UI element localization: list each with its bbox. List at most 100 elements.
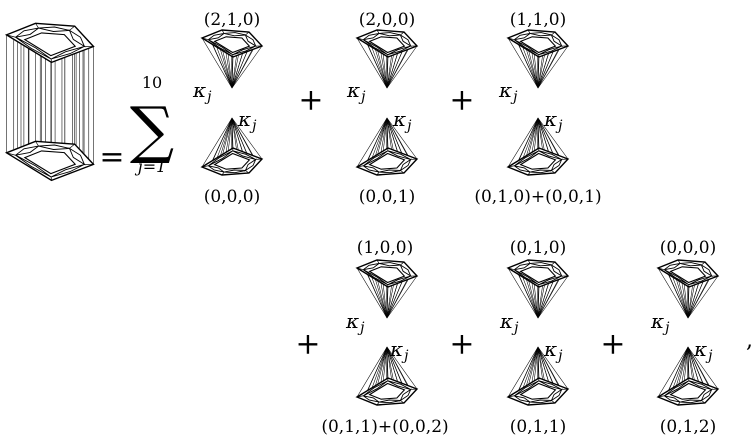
cone-edge bbox=[231, 53, 243, 89]
cone-edge bbox=[668, 346, 689, 391]
cone-edge bbox=[670, 346, 689, 395]
ring-edge bbox=[356, 165, 364, 168]
top-cone-6 bbox=[656, 259, 720, 319]
pentagon-inner bbox=[368, 152, 406, 170]
ring-edge bbox=[527, 171, 531, 176]
ring-cell bbox=[514, 380, 540, 397]
cone-edge bbox=[528, 346, 539, 385]
sum-upper-limit: 10 bbox=[141, 73, 163, 92]
ring-cell bbox=[363, 380, 389, 397]
pentagon-inner bbox=[519, 382, 557, 400]
ring-edge bbox=[201, 165, 209, 168]
cone-edge bbox=[367, 274, 388, 319]
kappa-subscript: j bbox=[558, 118, 563, 134]
cone-edge bbox=[231, 45, 263, 89]
cone-edge bbox=[678, 346, 689, 385]
ring-edge bbox=[35, 141, 39, 147]
ring-edge bbox=[356, 267, 364, 271]
term-2-top-label: (2,0,0) bbox=[358, 10, 416, 30]
kappa-label-t5-bottom: κj bbox=[544, 337, 563, 364]
cone-edge bbox=[668, 274, 689, 319]
cone-edge bbox=[687, 283, 699, 319]
kappa-symbol: κ bbox=[500, 309, 514, 333]
ring-cell bbox=[514, 39, 540, 56]
ring-edge bbox=[507, 395, 515, 398]
kappa-subscript: j bbox=[514, 320, 519, 336]
cone-edge bbox=[518, 44, 539, 89]
ring-edge bbox=[376, 171, 380, 176]
cone-edge bbox=[657, 346, 689, 398]
kappa-subscript: j bbox=[407, 118, 412, 134]
bottom-cone-5 bbox=[506, 346, 570, 406]
kappa-symbol: κ bbox=[238, 107, 252, 131]
term-5-bottom-label: (0,1,1) bbox=[509, 417, 567, 437]
ring-edge bbox=[657, 395, 665, 398]
kappa-symbol: κ bbox=[499, 78, 513, 102]
ring-edge bbox=[527, 259, 531, 264]
ring-edge bbox=[376, 29, 380, 34]
kappa-label-t2-top: κj bbox=[347, 78, 366, 105]
kappa-subscript: j bbox=[361, 89, 366, 105]
ring-cell bbox=[514, 150, 540, 167]
kappa-label-t5-top: κj bbox=[500, 309, 519, 336]
pentagon-inner bbox=[519, 266, 557, 284]
kappa-symbol: κ bbox=[346, 309, 360, 333]
kappa-label-t4-bottom: κj bbox=[390, 337, 409, 364]
top-cone-3 bbox=[506, 29, 570, 89]
ring-edge bbox=[356, 37, 364, 41]
bottom-cone-4 bbox=[355, 346, 419, 406]
ring-edge bbox=[551, 261, 556, 266]
cone-edge bbox=[386, 279, 408, 319]
ring-edge bbox=[69, 25, 75, 31]
cone-edge bbox=[518, 274, 539, 319]
cone-edge bbox=[386, 346, 398, 382]
ring-cell bbox=[15, 36, 52, 60]
cone-edge bbox=[520, 346, 539, 395]
ring-cell bbox=[208, 39, 234, 56]
term-4-top-label: (1,0,0) bbox=[356, 238, 414, 258]
pentagon-outer bbox=[4, 140, 95, 182]
ring-edge bbox=[551, 31, 556, 36]
ring-edge bbox=[551, 400, 556, 404]
pentagon-inner bbox=[368, 266, 406, 284]
kappa-subscript: j bbox=[558, 348, 563, 364]
ring-cell bbox=[363, 150, 389, 167]
term-6-bottom-label: (0,1,2) bbox=[659, 417, 717, 437]
pentagon-inner bbox=[669, 266, 707, 284]
cone-edge bbox=[369, 346, 388, 395]
cone-edge bbox=[231, 117, 253, 156]
cone-edge bbox=[678, 280, 689, 319]
kappa-label-t6-bottom: κj bbox=[694, 337, 713, 364]
pentagon-inner bbox=[213, 152, 251, 170]
ring-cell bbox=[664, 380, 690, 397]
kappa-subscript: j bbox=[708, 348, 713, 364]
ring-edge bbox=[376, 259, 380, 264]
ring-edge bbox=[677, 401, 681, 406]
term-3-top-label: (1,1,0) bbox=[509, 10, 567, 30]
bottom-cone-3 bbox=[506, 117, 570, 176]
term-1-top-label: (2,1,0) bbox=[203, 10, 261, 30]
ring-edge bbox=[245, 170, 250, 174]
trailing-comma: , bbox=[746, 328, 753, 353]
cone-edge bbox=[537, 275, 569, 319]
ring-edge bbox=[701, 261, 706, 266]
ring-edge bbox=[400, 261, 405, 266]
cone-edge bbox=[687, 346, 709, 386]
equals-sign: = bbox=[99, 139, 125, 175]
cone-edge bbox=[386, 346, 418, 390]
cone-edge bbox=[377, 346, 388, 385]
cone-edge bbox=[537, 117, 559, 156]
cone-edge bbox=[507, 346, 539, 398]
kappa-subscript: j bbox=[513, 89, 518, 105]
cone-edge bbox=[537, 117, 569, 160]
cone-edge bbox=[687, 279, 709, 319]
ring-edge bbox=[201, 37, 209, 41]
cone-edge bbox=[518, 117, 539, 161]
cone-edge bbox=[386, 117, 418, 160]
pentagon-inner bbox=[23, 32, 77, 57]
cone-edge bbox=[537, 279, 559, 319]
ring-cell bbox=[208, 150, 234, 167]
kappa-subscript: j bbox=[404, 348, 409, 364]
pentagon-inner bbox=[519, 152, 557, 170]
